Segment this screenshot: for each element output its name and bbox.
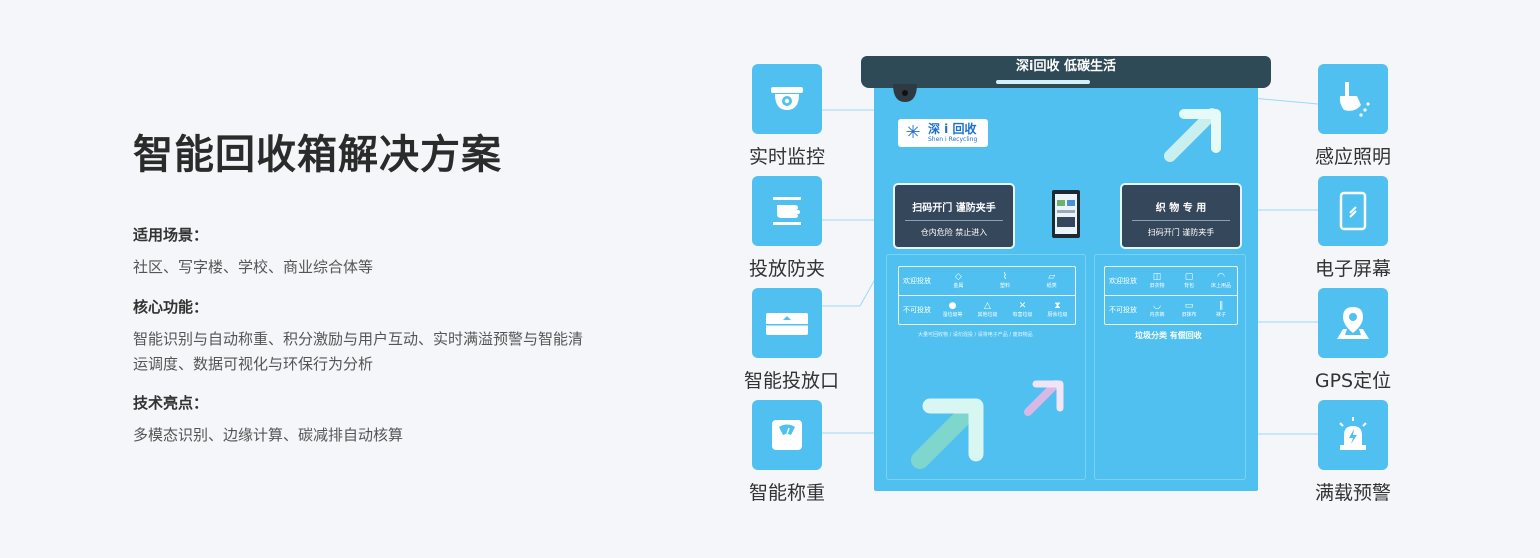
item-name: 旧衣物	[1149, 283, 1165, 289]
item-name: 袜子	[1215, 312, 1226, 318]
item-name: 背包	[1183, 283, 1194, 289]
section-heading: 技术亮点：	[133, 394, 209, 412]
brand-name-en: Shen i Recycling	[928, 135, 978, 143]
item-name: 纸类	[1046, 283, 1057, 289]
feature-label: 智能投放口	[744, 370, 840, 392]
alarm-icon	[1318, 400, 1388, 470]
item-name: 有害垃圾	[1012, 312, 1033, 318]
feature-smart-weighing: 智能称重	[744, 400, 830, 505]
item-name: 床上用品	[1210, 283, 1231, 289]
feature-label: 投放防夹	[748, 258, 825, 280]
location-pin-icon	[1318, 288, 1388, 358]
bedding-icon: ◠	[1217, 272, 1225, 282]
feature-full-alert: 满载预警	[1310, 400, 1396, 505]
feature-label: 满载预警	[1314, 482, 1391, 504]
left-door-sign: 扫码开门 谨防夹手 仓内危险 禁止进入	[893, 183, 1015, 249]
section-body: 社区、写字楼、学校、商业综合体等	[133, 258, 374, 276]
bottle-icon: ⌇	[1002, 272, 1008, 282]
feature-label: 电子屏幕	[1314, 258, 1391, 280]
rag-icon: ▭	[1184, 301, 1194, 311]
shirt-icon: ◫	[1152, 272, 1162, 282]
right-door	[1094, 254, 1246, 480]
triangle-icon: △	[984, 301, 991, 311]
scenario-section: 适用场景： 社区、写字楼、学校、商业综合体等	[133, 224, 588, 280]
right-door-sign: 织 物 专 用 扫码开门 谨防夹手	[1120, 183, 1242, 249]
feature-label: GPS定位	[1314, 370, 1392, 392]
section-heading: 核心功能：	[133, 298, 209, 316]
brand-name: 深 i 回收	[928, 121, 977, 136]
feature-sensor-light: 感应照明	[1310, 64, 1396, 169]
paper-icon: ▱	[1048, 272, 1056, 282]
hourglass-icon: ⧗	[1054, 301, 1061, 311]
arrow-decoration	[1164, 108, 1221, 162]
item-name: 厨余垃圾	[1047, 312, 1068, 318]
right-panel-footer: 垃圾分类 有偿回收	[1135, 331, 1202, 340]
item-name: 其他垃圾	[977, 312, 998, 318]
page-title: 智能回收箱解决方案	[133, 132, 502, 178]
lamp-icon	[1318, 64, 1388, 134]
left-info-panel: 欢迎投放 ◇金属 ⌇塑料 ▱纸类 不可投放 ●湿垃圾等 △其他垃圾 ✕有害垃圾 …	[898, 266, 1076, 325]
roof-slogan: 深i回收 低碳生活	[1016, 59, 1116, 74]
tech-highlight-section: 技术亮点： 多模态识别、边缘计算、碳减排自动核算	[133, 392, 588, 448]
section-body: 智能识别与自动称重、积分激励与用户互动、实时满溢预警与智能清运调度、数据可视化与…	[133, 330, 584, 373]
item-name: 旧抹布	[1181, 312, 1197, 318]
can-icon: ◇	[954, 272, 962, 282]
feature-label: 感应照明	[1314, 146, 1391, 168]
feature-e-screen: 电子屏幕	[1310, 176, 1396, 281]
hand-icon	[752, 176, 822, 246]
brand-mark-icon: ✳	[905, 122, 921, 143]
welcome-label: 欢迎投放	[1109, 277, 1137, 285]
security-camera	[893, 84, 917, 102]
scale-icon	[752, 400, 822, 470]
camera-icon	[752, 64, 822, 134]
bag-icon: ▢	[1184, 272, 1194, 282]
feature-smart-slot: 智能投放口	[744, 288, 840, 393]
left-panel-note: 大量可回收物 / 请勿混投 / 请将电子产品 / 废旧物品	[918, 332, 1033, 338]
item-name: 湿垃圾等	[942, 312, 963, 318]
core-function-section: 核心功能： 智能识别与自动称重、积分激励与用户互动、实时满溢预警与智能清运调度、…	[133, 296, 588, 377]
item-name: 内衣裤	[1149, 312, 1165, 318]
sock-icon: ∥	[1218, 301, 1224, 311]
e-screen-display	[1052, 190, 1080, 238]
feature-anti-pinch: 投放防夹	[744, 176, 830, 281]
forbid-label: 不可投放	[1109, 306, 1137, 314]
item-name: 金属	[953, 283, 964, 289]
feature-realtime-monitor: 实时监控	[744, 64, 830, 169]
cross-icon: ✕	[1018, 301, 1027, 311]
sensor-light-bar	[996, 80, 1090, 84]
welcome-label: 欢迎投放	[903, 277, 931, 285]
section-body: 多模态识别、边缘计算、碳减排自动核算	[133, 426, 404, 444]
small-arrow-decoration	[1024, 380, 1064, 416]
feature-gps: GPS定位	[1310, 288, 1396, 393]
right-info-panel: 欢迎投放 ◫旧衣物 ▢背包 ◠床上用品 不可投放 ◡内衣裤 ▭旧抹布 ∥袜子	[1104, 266, 1238, 325]
sign-title: 织 物 专 用	[1155, 203, 1207, 214]
screen-icon	[1318, 176, 1388, 246]
item-name: 塑料	[1000, 283, 1011, 289]
feature-label: 智能称重	[748, 482, 825, 504]
left-door	[886, 254, 1086, 480]
large-arrow-decoration	[911, 398, 984, 469]
feature-label: 实时监控	[748, 146, 825, 168]
forbid-label: 不可投放	[903, 306, 931, 314]
section-heading: 适用场景：	[133, 226, 209, 244]
drop-icon: ●	[948, 301, 957, 311]
brand-logo: ✳ 深 i 回收 Shen i Recycling	[898, 119, 988, 147]
sign-warning: 扫码开门 谨防夹手	[912, 203, 996, 214]
sign-caution: 扫码开门 谨防夹手	[1147, 228, 1215, 237]
sign-caution: 仓内危险 禁止进入	[920, 228, 988, 237]
drop-slot-icon	[752, 288, 822, 358]
underwear-icon: ◡	[1153, 301, 1161, 311]
